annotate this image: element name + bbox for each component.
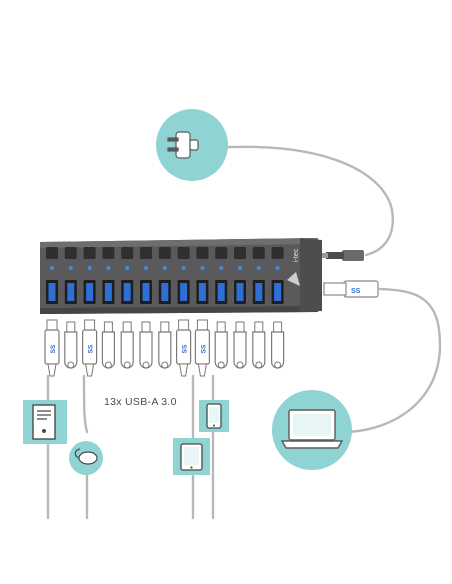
phone-badge [199,400,229,432]
port-led [219,266,224,270]
usb-flash-drive [158,321,172,369]
brand-logo: i-tec [287,248,300,286]
ss-label: SS [88,344,95,353]
usb-flash-drive [101,321,115,369]
power-cable [210,145,395,257]
port-switch[interactable] [46,247,58,259]
port-switch[interactable] [177,247,190,259]
usb-port [158,280,171,304]
port-led [106,266,111,270]
usb-flash-drive [139,321,153,369]
usb-hub: i-tec [40,238,322,314]
port-led [275,266,280,270]
smartphone-icon [206,403,222,429]
port-switch[interactable] [83,247,96,259]
port-switch[interactable] [121,247,134,259]
tablet-badge [173,438,210,475]
port-led [50,266,54,270]
usb-port [64,280,77,304]
usb-port [140,280,152,304]
usb-cable-plug: SS [44,319,60,377]
laptop-cable [345,287,442,434]
usb-port [271,280,284,304]
cables [46,145,442,520]
usb-flash-drive [252,321,266,369]
power-plug-icon [167,131,199,159]
usb-cable-plug: SS [81,319,98,377]
tablet-icon [180,443,203,471]
ss-label: SS [50,344,57,353]
port-led [68,266,73,270]
ss-label: SS [200,344,207,353]
port-led [238,266,242,270]
usb-cable-plug: SS [176,319,192,377]
port-count-caption: 13x USB-A 3.0 [104,396,177,408]
usb-port [83,280,96,304]
usb-flash-drive [64,321,78,369]
brand-label: i-tec [293,248,300,262]
usb-port [46,280,58,304]
port-switch[interactable] [64,247,77,259]
usb-port [102,280,115,304]
svg-text:SS: SS [351,288,361,295]
usb-port [252,280,265,304]
pc-tower-icon [32,404,56,440]
usb-cable-plug: SS [194,319,210,377]
port-led [125,266,130,270]
port-led [144,266,148,270]
usb-port [121,280,134,304]
port-switch[interactable] [158,247,171,259]
port-switch[interactable] [271,247,284,259]
usb-upstream-plug: SS [323,280,379,298]
port-led [256,266,261,270]
port-row [46,280,284,304]
port-switch[interactable] [234,247,246,259]
port-led [200,266,205,270]
led-row [50,266,280,270]
usb-devices-row: SS SS SS SS [44,319,285,377]
laptop-badge [272,390,352,470]
port-switch[interactable] [102,247,115,259]
usb-flash-drive [214,321,228,369]
usb-port [196,280,209,304]
mouse-badge [69,441,103,475]
port-led [181,266,186,270]
mouse-icon [74,448,98,465]
port-switch[interactable] [196,247,209,259]
usb-flash-drive [233,321,247,369]
usb-flash-drive [120,321,134,369]
switch-row [46,247,284,259]
port-switch[interactable] [215,247,228,259]
usb-port [215,280,228,304]
port-switch[interactable] [140,247,152,259]
usb-port [177,280,190,304]
usb-port [234,280,246,304]
pc-badge [23,400,67,444]
port-switch[interactable] [252,247,265,259]
port-led [87,266,92,270]
dc-plug [322,250,364,261]
laptop-icon [280,409,344,449]
usb-flash-drive [271,321,285,369]
ss-label: SS [182,344,189,353]
port-led [162,266,167,270]
mouse-cable [82,374,89,434]
power-adapter-badge [156,109,228,181]
